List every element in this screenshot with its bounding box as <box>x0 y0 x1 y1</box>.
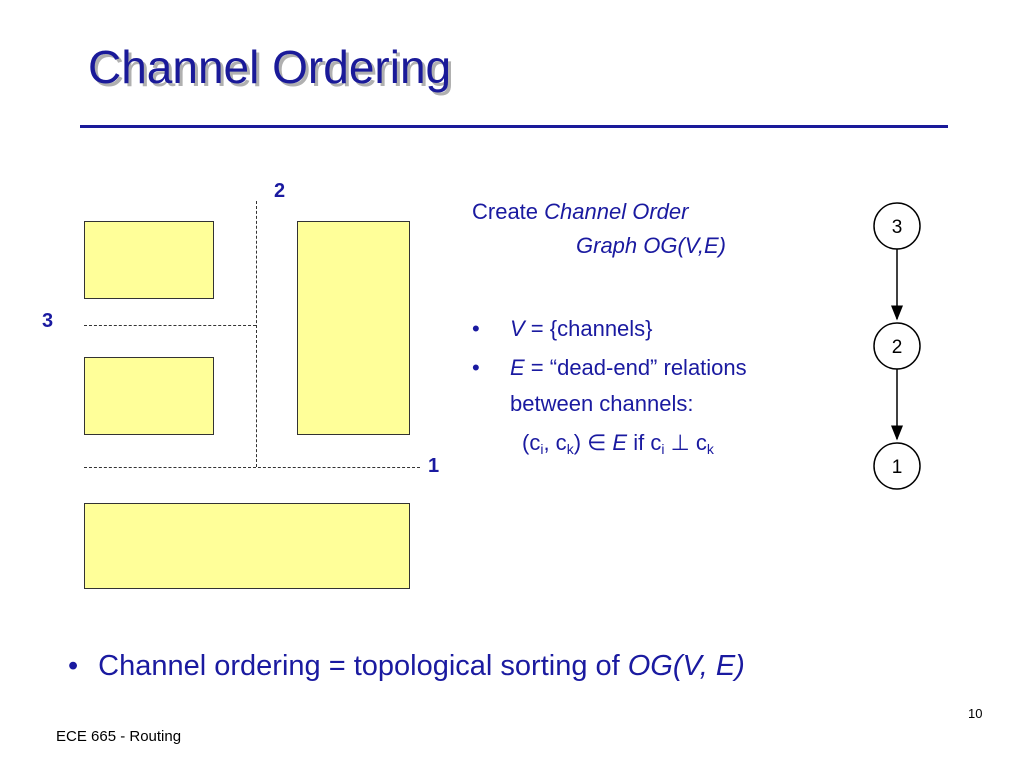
rel-sub: k <box>566 441 574 457</box>
node-label: 1 <box>892 457 903 478</box>
relation-expression: (ci, ck) ∈ E if ci ⊥ ck <box>522 430 714 457</box>
bullet-dot: • <box>68 650 79 682</box>
channel-label-1: 1 <box>428 455 440 477</box>
graph-term: Graph OG(V,E) <box>576 233 726 258</box>
footer-text: ECE 665 - Routing <box>56 728 182 745</box>
channel-label-2: 2 <box>274 180 286 202</box>
block-top-left <box>84 221 214 299</box>
element-of-symbol: ∈ <box>587 430 607 455</box>
slide-title: Channel Ordering <box>88 41 452 93</box>
channel-2-dashed-line <box>256 201 257 467</box>
node-label: 3 <box>892 217 903 238</box>
bullet-dot: • <box>472 316 480 341</box>
rel-sub: i <box>661 441 665 457</box>
channel-label-3: 3 <box>42 310 54 332</box>
bullet-vertices: • V = {channels} <box>472 316 653 341</box>
bottom-bullet: • Channel ordering = topological sorting … <box>68 650 745 683</box>
rel-part: ) <box>573 430 588 455</box>
graph-node-1: 1 <box>873 442 921 490</box>
channel-1-dashed-line <box>84 467 420 468</box>
e-definition: = “dead-end” relations <box>524 355 747 380</box>
rel-e-symbol: E <box>606 430 628 455</box>
rel-part: , c <box>543 430 567 455</box>
channel-order-graph: 3 2 1 <box>873 202 921 490</box>
page-number: 10 <box>968 706 983 721</box>
v-symbol: V <box>510 316 525 341</box>
e-definition-continued: between channels: <box>510 391 694 416</box>
create-line: Create Channel Order <box>472 199 689 224</box>
perpendicular-symbol: ⊥ c <box>664 430 707 455</box>
graph-node-2: 2 <box>873 322 921 370</box>
block-bottom <box>84 503 410 589</box>
v-definition: = {channels} <box>524 316 653 341</box>
rel-sub: i <box>540 441 544 457</box>
graph-node-3: 3 <box>873 202 921 250</box>
node-label: 2 <box>892 337 903 358</box>
bullet-edges: • E = “dead-end” relations <box>472 355 747 380</box>
block-tall-right <box>297 221 410 435</box>
e-symbol: E <box>510 355 525 380</box>
bottom-text: Channel ordering = topological sorting o… <box>98 650 628 682</box>
channel-order-term: Channel Order <box>544 199 689 224</box>
bullet-dot: • <box>472 355 480 380</box>
bottom-graph-term: OG(V, E) <box>627 650 745 682</box>
block-middle-left <box>84 357 214 435</box>
rel-sub: k <box>706 441 714 457</box>
rel-part: if c <box>627 430 662 455</box>
create-prefix: Create <box>472 199 545 224</box>
channel-3-dashed-line <box>84 325 256 326</box>
rel-part: (c <box>522 430 541 455</box>
title-underline <box>80 125 948 128</box>
